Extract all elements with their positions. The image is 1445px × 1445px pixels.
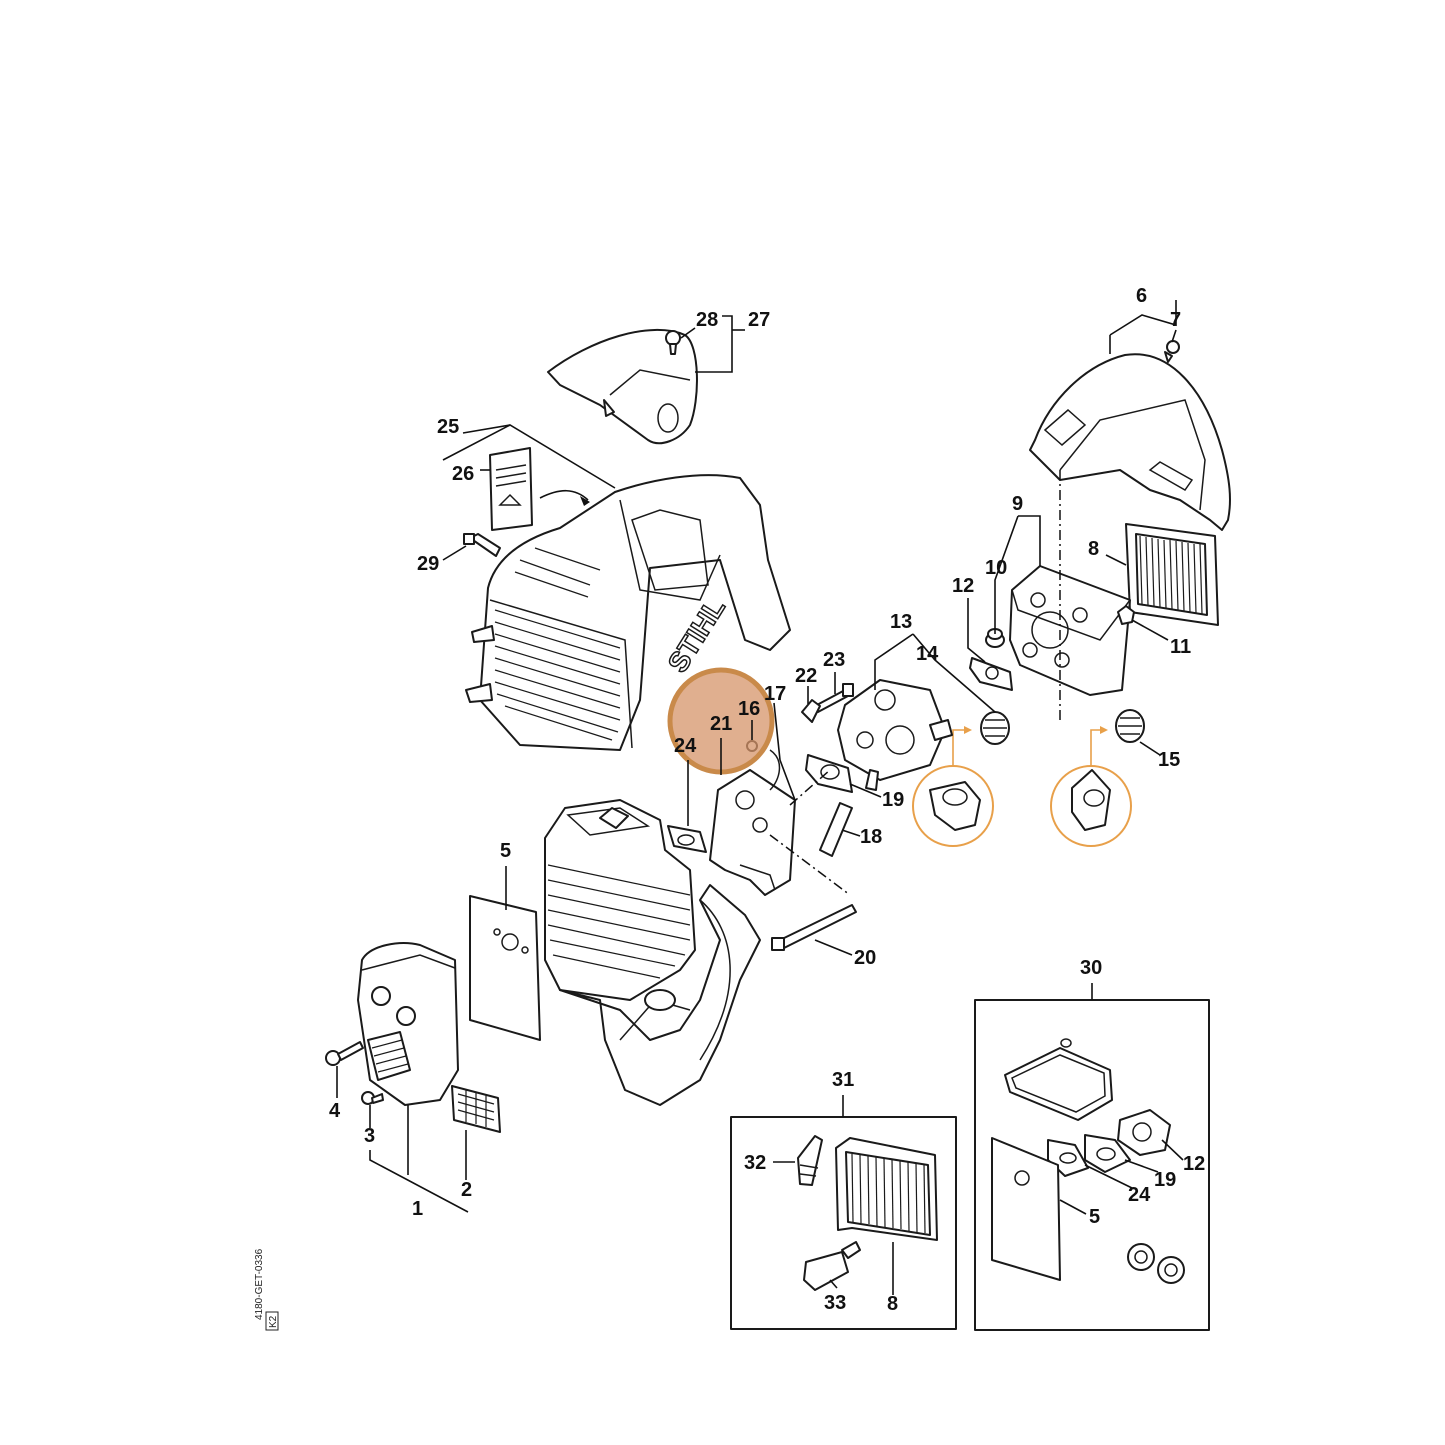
detail-circle-left	[912, 726, 994, 847]
muffler-part[interactable]	[357, 942, 459, 1106]
intake-manifold-part[interactable]	[709, 769, 796, 896]
gasket-12-part[interactable]	[969, 657, 1013, 691]
callout-13: 13	[890, 611, 912, 633]
knob-14-part[interactable]	[980, 711, 1010, 745]
leader-lines	[336, 300, 1184, 1295]
callout-24: 24	[674, 735, 697, 757]
callout-11: 11	[1170, 636, 1191, 658]
callout-2: 2	[461, 1179, 472, 1201]
callout-31: 31	[832, 1069, 854, 1091]
bracket-22-part[interactable]	[801, 699, 821, 723]
callout-19-kit: 19	[1154, 1169, 1176, 1191]
shroud-part[interactable]	[465, 474, 791, 751]
callout-15: 15	[1158, 749, 1180, 771]
filter-cover-part[interactable]	[1029, 353, 1231, 531]
callout-25: 25	[437, 416, 459, 438]
brand-logo: STIHL	[662, 593, 731, 678]
screen-2-part[interactable]	[451, 1085, 501, 1133]
screw-3-part[interactable]	[361, 1091, 384, 1105]
callout-17: 17	[764, 683, 786, 705]
drawing-code: 4180-GET-0336	[254, 1248, 265, 1320]
callout-18: 18	[860, 826, 882, 848]
callout-33: 33	[824, 1292, 846, 1314]
callout-19: 19	[882, 789, 904, 811]
top-cover-part[interactable]	[547, 328, 698, 445]
tube-18-part[interactable]	[819, 802, 853, 857]
callout-21: 21	[710, 713, 732, 735]
gasket-19-part[interactable]	[805, 754, 853, 793]
callout-30: 30	[1080, 957, 1102, 979]
assembly-line-3	[789, 769, 831, 806]
callout-22: 22	[795, 665, 817, 687]
kit-31-contents	[797, 1135, 938, 1291]
callout-14: 14	[916, 643, 939, 665]
callout-12-kit: 12	[1183, 1153, 1205, 1175]
callout-27: 27	[748, 309, 770, 331]
callout-23: 23	[823, 649, 845, 671]
warning-label-part[interactable]	[489, 447, 590, 531]
detail-circle-right	[1050, 726, 1132, 847]
kit-30-contents	[991, 1038, 1185, 1284]
code-box-text: K2	[268, 1315, 279, 1328]
callout-labels: 1 2 3 4 5 6 7 8 9 10 11 12 13 14 15 16 1…	[329, 285, 1205, 1315]
callout-26: 26	[452, 463, 474, 485]
callout-24-kit: 24	[1128, 1184, 1151, 1206]
screw-29-part[interactable]	[463, 533, 501, 557]
gasket-5-part[interactable]	[469, 895, 541, 1041]
code-box	[265, 1311, 279, 1331]
screw-7-part[interactable]	[1164, 340, 1180, 363]
callout-28: 28	[696, 309, 718, 331]
callout-20: 20	[854, 947, 876, 969]
screw-4-part[interactable]	[325, 1041, 364, 1066]
callout-5: 5	[500, 840, 511, 862]
callout-32: 32	[744, 1152, 766, 1174]
callout-4: 4	[329, 1100, 341, 1122]
assembly-line-2	[769, 834, 851, 896]
callout-7: 7	[1170, 309, 1181, 331]
gasket-24-part[interactable]	[667, 825, 707, 853]
bolt-20-part[interactable]	[771, 904, 857, 951]
callout-16: 16	[738, 698, 760, 720]
air-filter-part[interactable]	[1125, 523, 1219, 626]
callout-29: 29	[417, 553, 439, 575]
callout-3: 3	[364, 1125, 375, 1147]
callout-12: 12	[952, 575, 974, 597]
callout-10: 10	[985, 557, 1007, 579]
callout-6: 6	[1136, 285, 1147, 307]
knob-15-part[interactable]	[1115, 709, 1145, 743]
callout-1: 1	[412, 1198, 423, 1220]
callout-9: 9	[1012, 493, 1023, 515]
screw-28-part[interactable]	[665, 330, 681, 355]
callout-5-kit: 5	[1089, 1206, 1100, 1228]
carburetor-part[interactable]	[837, 679, 953, 791]
callout-8-kit: 8	[887, 1293, 898, 1315]
callout-8: 8	[1088, 538, 1099, 560]
nut-11-part[interactable]	[1117, 605, 1135, 625]
engine-block-part	[544, 799, 761, 1106]
base-plate-part[interactable]	[1009, 565, 1131, 696]
